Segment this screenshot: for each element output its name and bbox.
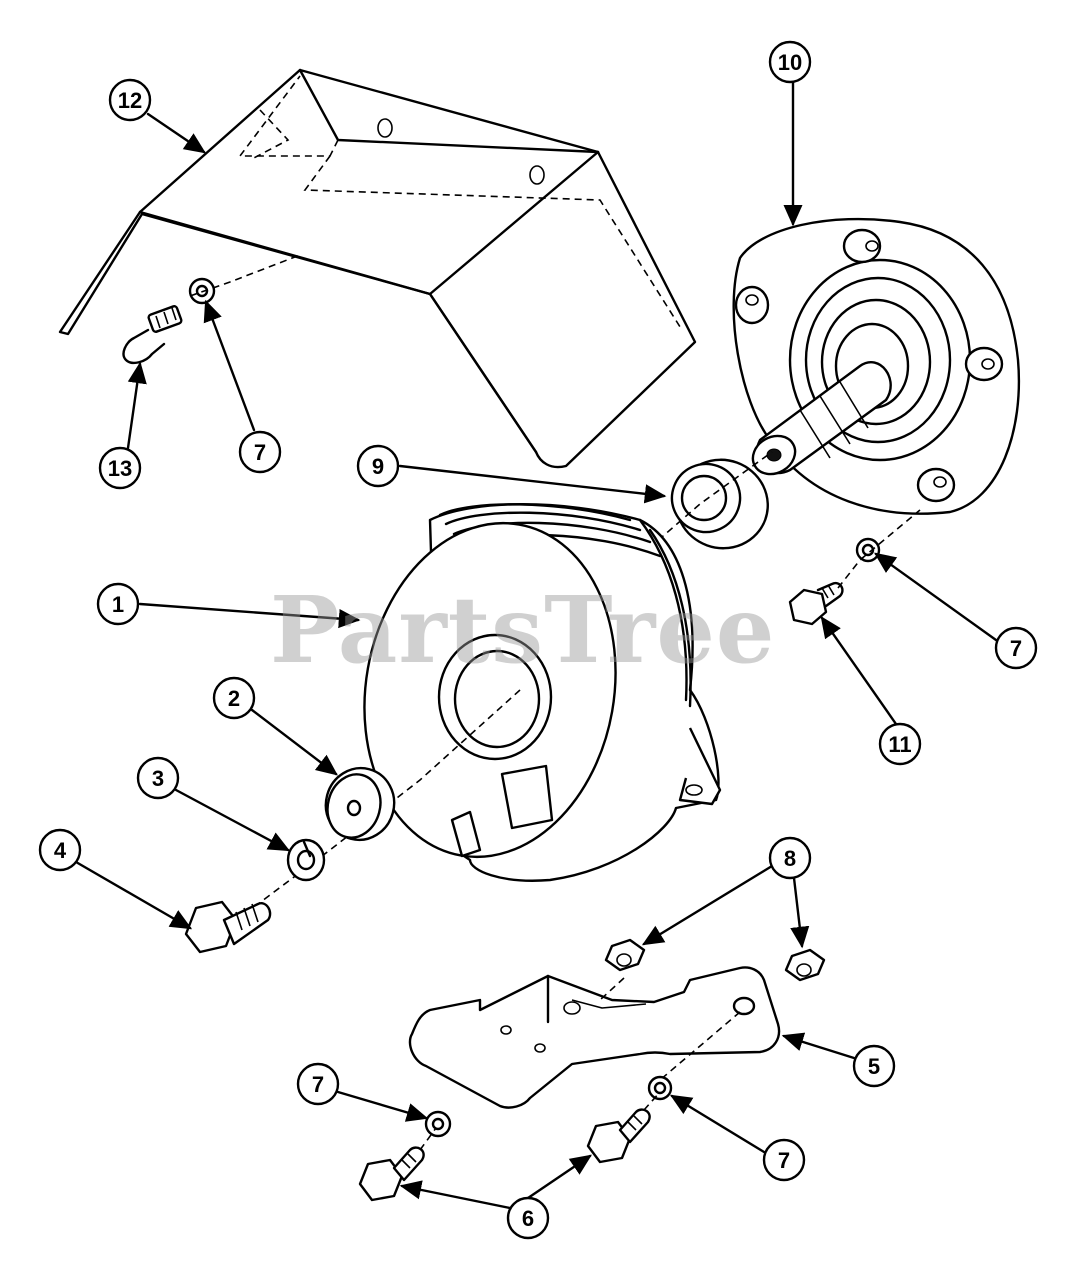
callout-label: 2 <box>228 686 240 711</box>
assembly-line <box>599 977 625 1001</box>
callout-1: 1 <box>96 582 140 626</box>
callout-label: 7 <box>312 1072 324 1097</box>
callout-label: 8 <box>784 846 796 871</box>
callout-4: 4 <box>38 828 82 872</box>
callout-9: 9 <box>356 444 400 488</box>
spacer-collar <box>670 458 769 550</box>
callout-5: 5 <box>852 1044 896 1088</box>
flange-bolt-holes <box>734 228 1004 503</box>
assembly-line <box>643 1091 661 1111</box>
callout-7-top: 7 <box>238 430 282 474</box>
washer-7-right <box>855 537 881 563</box>
callout-7-right: 7 <box>994 626 1038 670</box>
callout-2: 2 <box>212 676 256 720</box>
assembly-line <box>837 509 921 589</box>
callout-3: 3 <box>136 756 180 800</box>
leader-lines <box>74 80 998 1210</box>
callout-label: 4 <box>54 838 67 863</box>
callout-label: 6 <box>522 1206 534 1231</box>
callout-label: 7 <box>254 440 266 465</box>
bracket-bolt-left <box>358 1146 425 1202</box>
clutch-bracket <box>408 966 781 1109</box>
callout-8: 8 <box>768 836 812 880</box>
callout-10: 10 <box>768 40 812 84</box>
callout-6: 6 <box>506 1196 550 1240</box>
washer-7-lower-left <box>424 1110 452 1138</box>
callout-label: 9 <box>372 454 384 479</box>
callout-11: 11 <box>878 722 922 766</box>
bolt-11 <box>788 581 844 626</box>
callout-label: 11 <box>888 732 911 757</box>
callout-7-lower-right: 7 <box>762 1138 806 1182</box>
hex-nut-right <box>784 948 826 982</box>
deflector-shield <box>58 68 697 469</box>
assembly-line <box>189 254 301 297</box>
callout-label: 10 <box>778 50 802 75</box>
callout-13: 13 <box>98 446 142 490</box>
callout-label: 1 <box>112 592 124 617</box>
assembly-line <box>419 1127 437 1151</box>
washer-7-top <box>188 277 216 305</box>
bolt-13 <box>122 305 183 365</box>
hex-nut-left <box>604 938 646 972</box>
hex-bolt <box>184 900 272 954</box>
callout-7-lower-left: 7 <box>296 1062 340 1106</box>
assembly-line <box>659 1011 741 1081</box>
callout-12: 12 <box>108 78 152 122</box>
flange-bearing-hub <box>732 217 1021 515</box>
electric-clutch <box>363 503 722 882</box>
flat-washer <box>324 766 396 842</box>
callout-label: 12 <box>118 88 142 113</box>
washer-7-lower-right <box>647 1075 673 1101</box>
bracket-bolt-right <box>586 1108 651 1164</box>
callout-label: 5 <box>868 1054 880 1079</box>
callout-label: 7 <box>778 1148 790 1173</box>
callout-label: 3 <box>152 766 164 791</box>
callout-label: 13 <box>108 456 132 481</box>
callout-label: 7 <box>1010 636 1022 661</box>
lock-washer <box>286 838 326 882</box>
